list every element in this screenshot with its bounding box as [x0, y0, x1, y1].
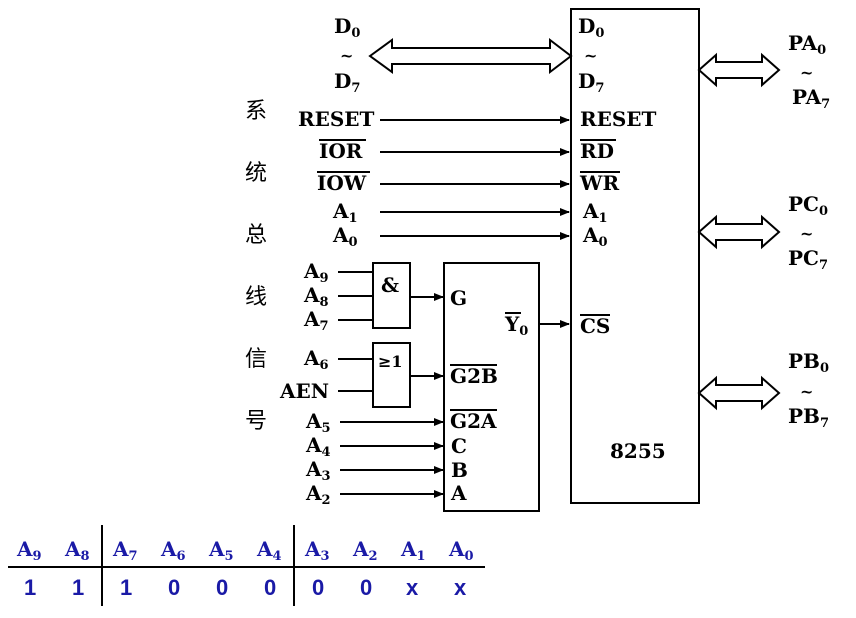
signal-iow: IOW — [317, 171, 367, 195]
input-a4: A4 — [305, 433, 331, 460]
decoder-input-b: B — [451, 458, 468, 482]
svg-text:总: 总 — [245, 223, 267, 248]
signal-a0: A0 — [332, 223, 358, 250]
decoder-input-g: G — [450, 286, 467, 310]
and-gate-symbol: & — [381, 273, 399, 297]
svg-text:PC0: PC0 — [788, 192, 828, 219]
signal-ior: IOR — [319, 139, 363, 163]
svg-text:~: ~ — [340, 46, 353, 65]
port-a-bus-arrow — [697, 52, 781, 88]
or-input-aen: AEN — [279, 379, 329, 403]
svg-text:信: 信 — [245, 347, 267, 372]
data-bus-arrow — [368, 37, 573, 75]
svg-text:~: ~ — [800, 224, 813, 243]
table-header: A9 — [16, 537, 42, 564]
table-header: A8 — [64, 537, 90, 564]
table-header: A5 — [208, 537, 234, 564]
svg-text:PB0: PB0 — [788, 349, 829, 376]
table-value: 0 — [168, 575, 180, 600]
svg-text:统: 统 — [245, 161, 267, 186]
pin-wr: WR — [579, 171, 619, 195]
signal-a1: A1 — [332, 199, 358, 226]
svg-text:PB7: PB7 — [788, 404, 829, 431]
chip-data-pin-label: D0 ~ D7 — [578, 14, 604, 96]
svg-text:D0: D0 — [334, 14, 360, 41]
svg-text:系: 系 — [245, 99, 267, 124]
svg-text:D7: D7 — [578, 69, 604, 96]
port-b-bus-arrow — [697, 375, 781, 411]
input-a2: A2 — [305, 481, 331, 508]
and-input-a7: A7 — [303, 307, 329, 334]
and-input-a8: A8 — [303, 283, 329, 310]
table-value: 0 — [216, 575, 228, 600]
table-value: 0 — [360, 575, 372, 600]
or-gate-symbol: ≥1 — [378, 352, 403, 371]
svg-text:线: 线 — [245, 285, 267, 310]
svg-text:PA7: PA7 — [792, 85, 830, 112]
chip-name: 8255 — [610, 439, 666, 463]
table-header: A7 — [112, 537, 138, 564]
table-header: A4 — [256, 537, 282, 564]
decoder-input-g2b: G2B — [450, 364, 498, 388]
svg-text:PA0: PA0 — [788, 31, 826, 58]
pin-rd: RD — [580, 139, 614, 163]
port-c-bus-arrow — [697, 214, 781, 250]
table-header: A2 — [352, 537, 378, 564]
table-value: 1 — [24, 575, 36, 600]
input-a5: A5 — [305, 409, 331, 436]
pin-reset: RESET — [580, 107, 657, 131]
svg-text:~: ~ — [800, 382, 813, 401]
table-value: 1 — [120, 575, 132, 600]
table-value: 1 — [72, 575, 84, 600]
table-header: A3 — [304, 537, 330, 564]
table-value: x — [406, 575, 419, 600]
table-value: x — [454, 575, 467, 600]
decoder-box — [443, 262, 540, 512]
pin-cs: CS — [580, 314, 610, 338]
table-header: A0 — [448, 537, 474, 564]
svg-text:D0: D0 — [578, 14, 604, 41]
svg-text:~: ~ — [800, 63, 813, 82]
port-a-label: PA0 ~ PA7 — [788, 31, 830, 112]
or-input-a6: A6 — [303, 346, 329, 373]
input-a3: A3 — [305, 457, 331, 484]
table-header: A1 — [400, 537, 426, 564]
port-b-label: PB0 ~ PB7 — [788, 349, 829, 431]
svg-text:~: ~ — [584, 46, 597, 65]
decoder-input-c: C — [451, 434, 467, 458]
svg-text:号: 号 — [245, 409, 267, 434]
table-value: 0 — [264, 575, 276, 600]
data-bus-label: D0 ~ D7 — [334, 14, 360, 96]
system-bus-vertical-label: 系 统 总 线 信 号 — [245, 99, 267, 434]
svg-text:PC7: PC7 — [788, 246, 828, 273]
address-table: A9 A8 A7 A6 A5 A4 A3 A2 A1 A0 1 1 1 0 0 … — [8, 525, 485, 606]
pin-a0: A0 — [582, 223, 608, 250]
signal-reset: RESET — [298, 107, 375, 131]
chip-8255-box — [570, 8, 700, 504]
pin-a1: A1 — [582, 199, 608, 226]
table-header: A6 — [160, 537, 186, 564]
decoder-input-g2a: G2A — [450, 409, 497, 433]
and-input-a9: A9 — [303, 259, 329, 286]
table-value: 0 — [312, 575, 324, 600]
decoder-input-a: A — [450, 481, 467, 505]
svg-text:D7: D7 — [334, 69, 360, 96]
port-c-label: PC0 ~ PC7 — [788, 192, 828, 273]
decoder-output-y0: Y0 — [504, 312, 528, 339]
